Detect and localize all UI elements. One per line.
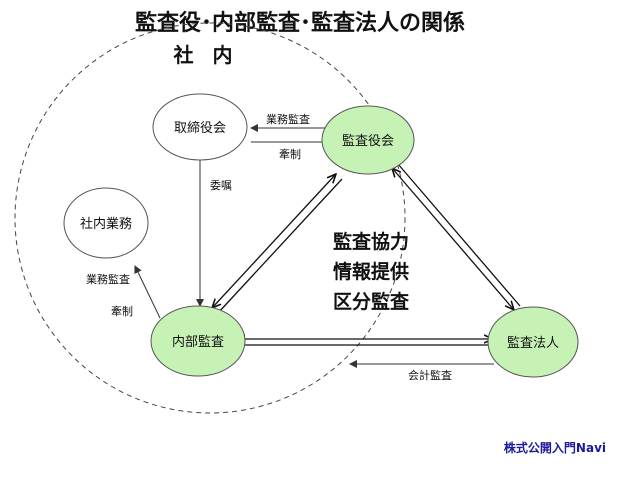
center-text-line3: 区分監査 (333, 290, 410, 313)
node-audit-board (321, 105, 415, 175)
label-appointment: 委嘱 (210, 179, 232, 192)
node-internal-audit (150, 305, 246, 377)
double-arrow-kansayakukai-hojin-b (397, 163, 521, 307)
label-business-audit-left: 業務監査 (86, 272, 130, 286)
label-check-top: 牽制 (279, 147, 301, 161)
node-internal-business-label: 社内業務 (80, 216, 132, 232)
arrow-internal-audit-to-business (134, 265, 161, 319)
double-arrow-kansayakukai-hojin-a (392, 168, 514, 310)
credit-label: 株式公開入門Navi (504, 440, 606, 455)
region-label: 社 内 (173, 43, 239, 67)
node-board-of-directors (152, 93, 248, 161)
node-internal-business (63, 187, 149, 259)
node-audit-firm-label: 監査法人 (507, 335, 559, 351)
node-audit-board-label: 監査役会 (342, 133, 394, 149)
label-check-left: 牽制 (111, 304, 133, 318)
double-arrow-internal-kansayakukai-a (212, 174, 336, 308)
diagram-title: 監査役･内部監査･監査法人の関係 (135, 10, 465, 36)
label-business-audit-top: 業務監査 (266, 112, 310, 126)
node-board-of-directors-label: 取締役会 (174, 120, 226, 136)
center-text-line2: 情報提供 (333, 260, 409, 283)
label-accounting-audit: 会計監査 (408, 368, 452, 382)
double-arrow-internal-kansayakukai-b (217, 178, 343, 314)
node-audit-firm (487, 306, 579, 378)
center-text-line1: 監査協力 (333, 230, 409, 253)
node-internal-audit-label: 内部監査 (172, 334, 224, 350)
region-label-bg (168, 42, 244, 68)
